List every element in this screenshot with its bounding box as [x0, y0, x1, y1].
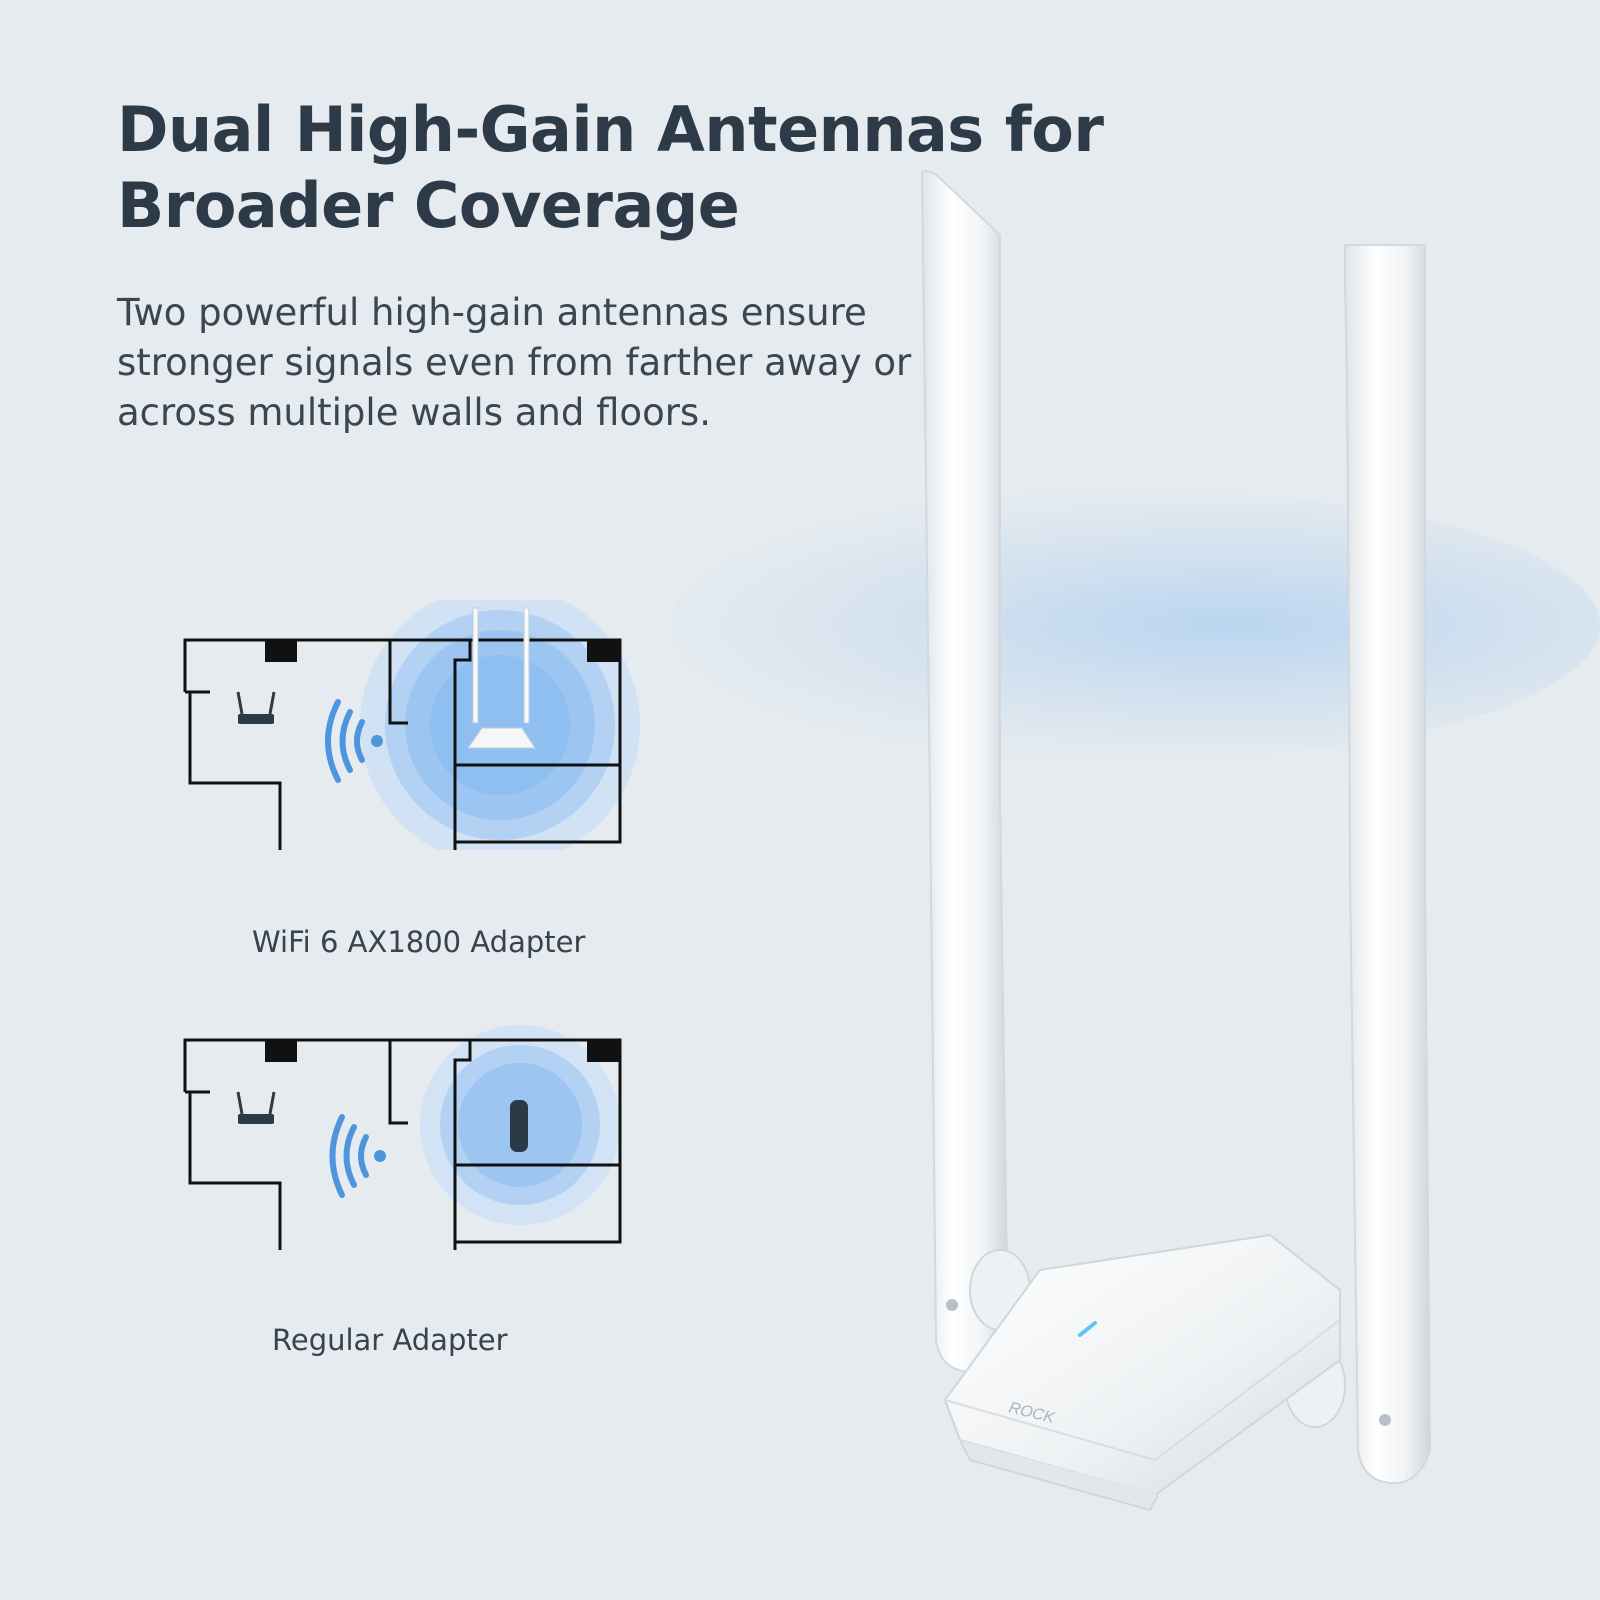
floorplan-walls-regular [183, 1038, 622, 1250]
adapter-icon [467, 607, 536, 749]
wifi6-adapter-label: WiFi 6 AX1800 Adapter [252, 925, 586, 959]
wifi-signal-icon-regular [329, 1114, 386, 1198]
headline-line-1: Dual High-Gain Antennas for [117, 93, 1104, 166]
subtext-line-2: stronger signals even from farther away … [117, 341, 912, 384]
usb-dongle-icon [510, 1100, 528, 1152]
headline: Dual High-Gain Antennas for Broader Cove… [117, 92, 1117, 244]
left-antenna [920, 170, 1010, 1374]
subtext-line-3: across multiple walls and floors. [117, 391, 711, 434]
signal-glow [670, 490, 1600, 760]
floorplan-walls [183, 638, 622, 850]
right-antenna [1344, 244, 1432, 1485]
subtext: Two powerful high-gain antennas ensure s… [117, 288, 977, 438]
subtext-line-1: Two powerful high-gain antennas ensure [117, 291, 867, 334]
router-icon-regular [236, 1091, 276, 1124]
router-icon [236, 691, 276, 724]
headline-line-2: Broader Coverage [117, 169, 740, 242]
wifi6-coverage-rings [360, 600, 640, 850]
adapter-product-image: ROCK [920, 170, 1432, 1512]
floorplan-wifi6-adapter [183, 600, 640, 850]
floorplan-regular-adapter [183, 1025, 622, 1250]
wifi-signal-icon [325, 699, 383, 783]
regular-adapter-label: Regular Adapter [272, 1323, 508, 1357]
adapter-body [943, 1233, 1341, 1497]
